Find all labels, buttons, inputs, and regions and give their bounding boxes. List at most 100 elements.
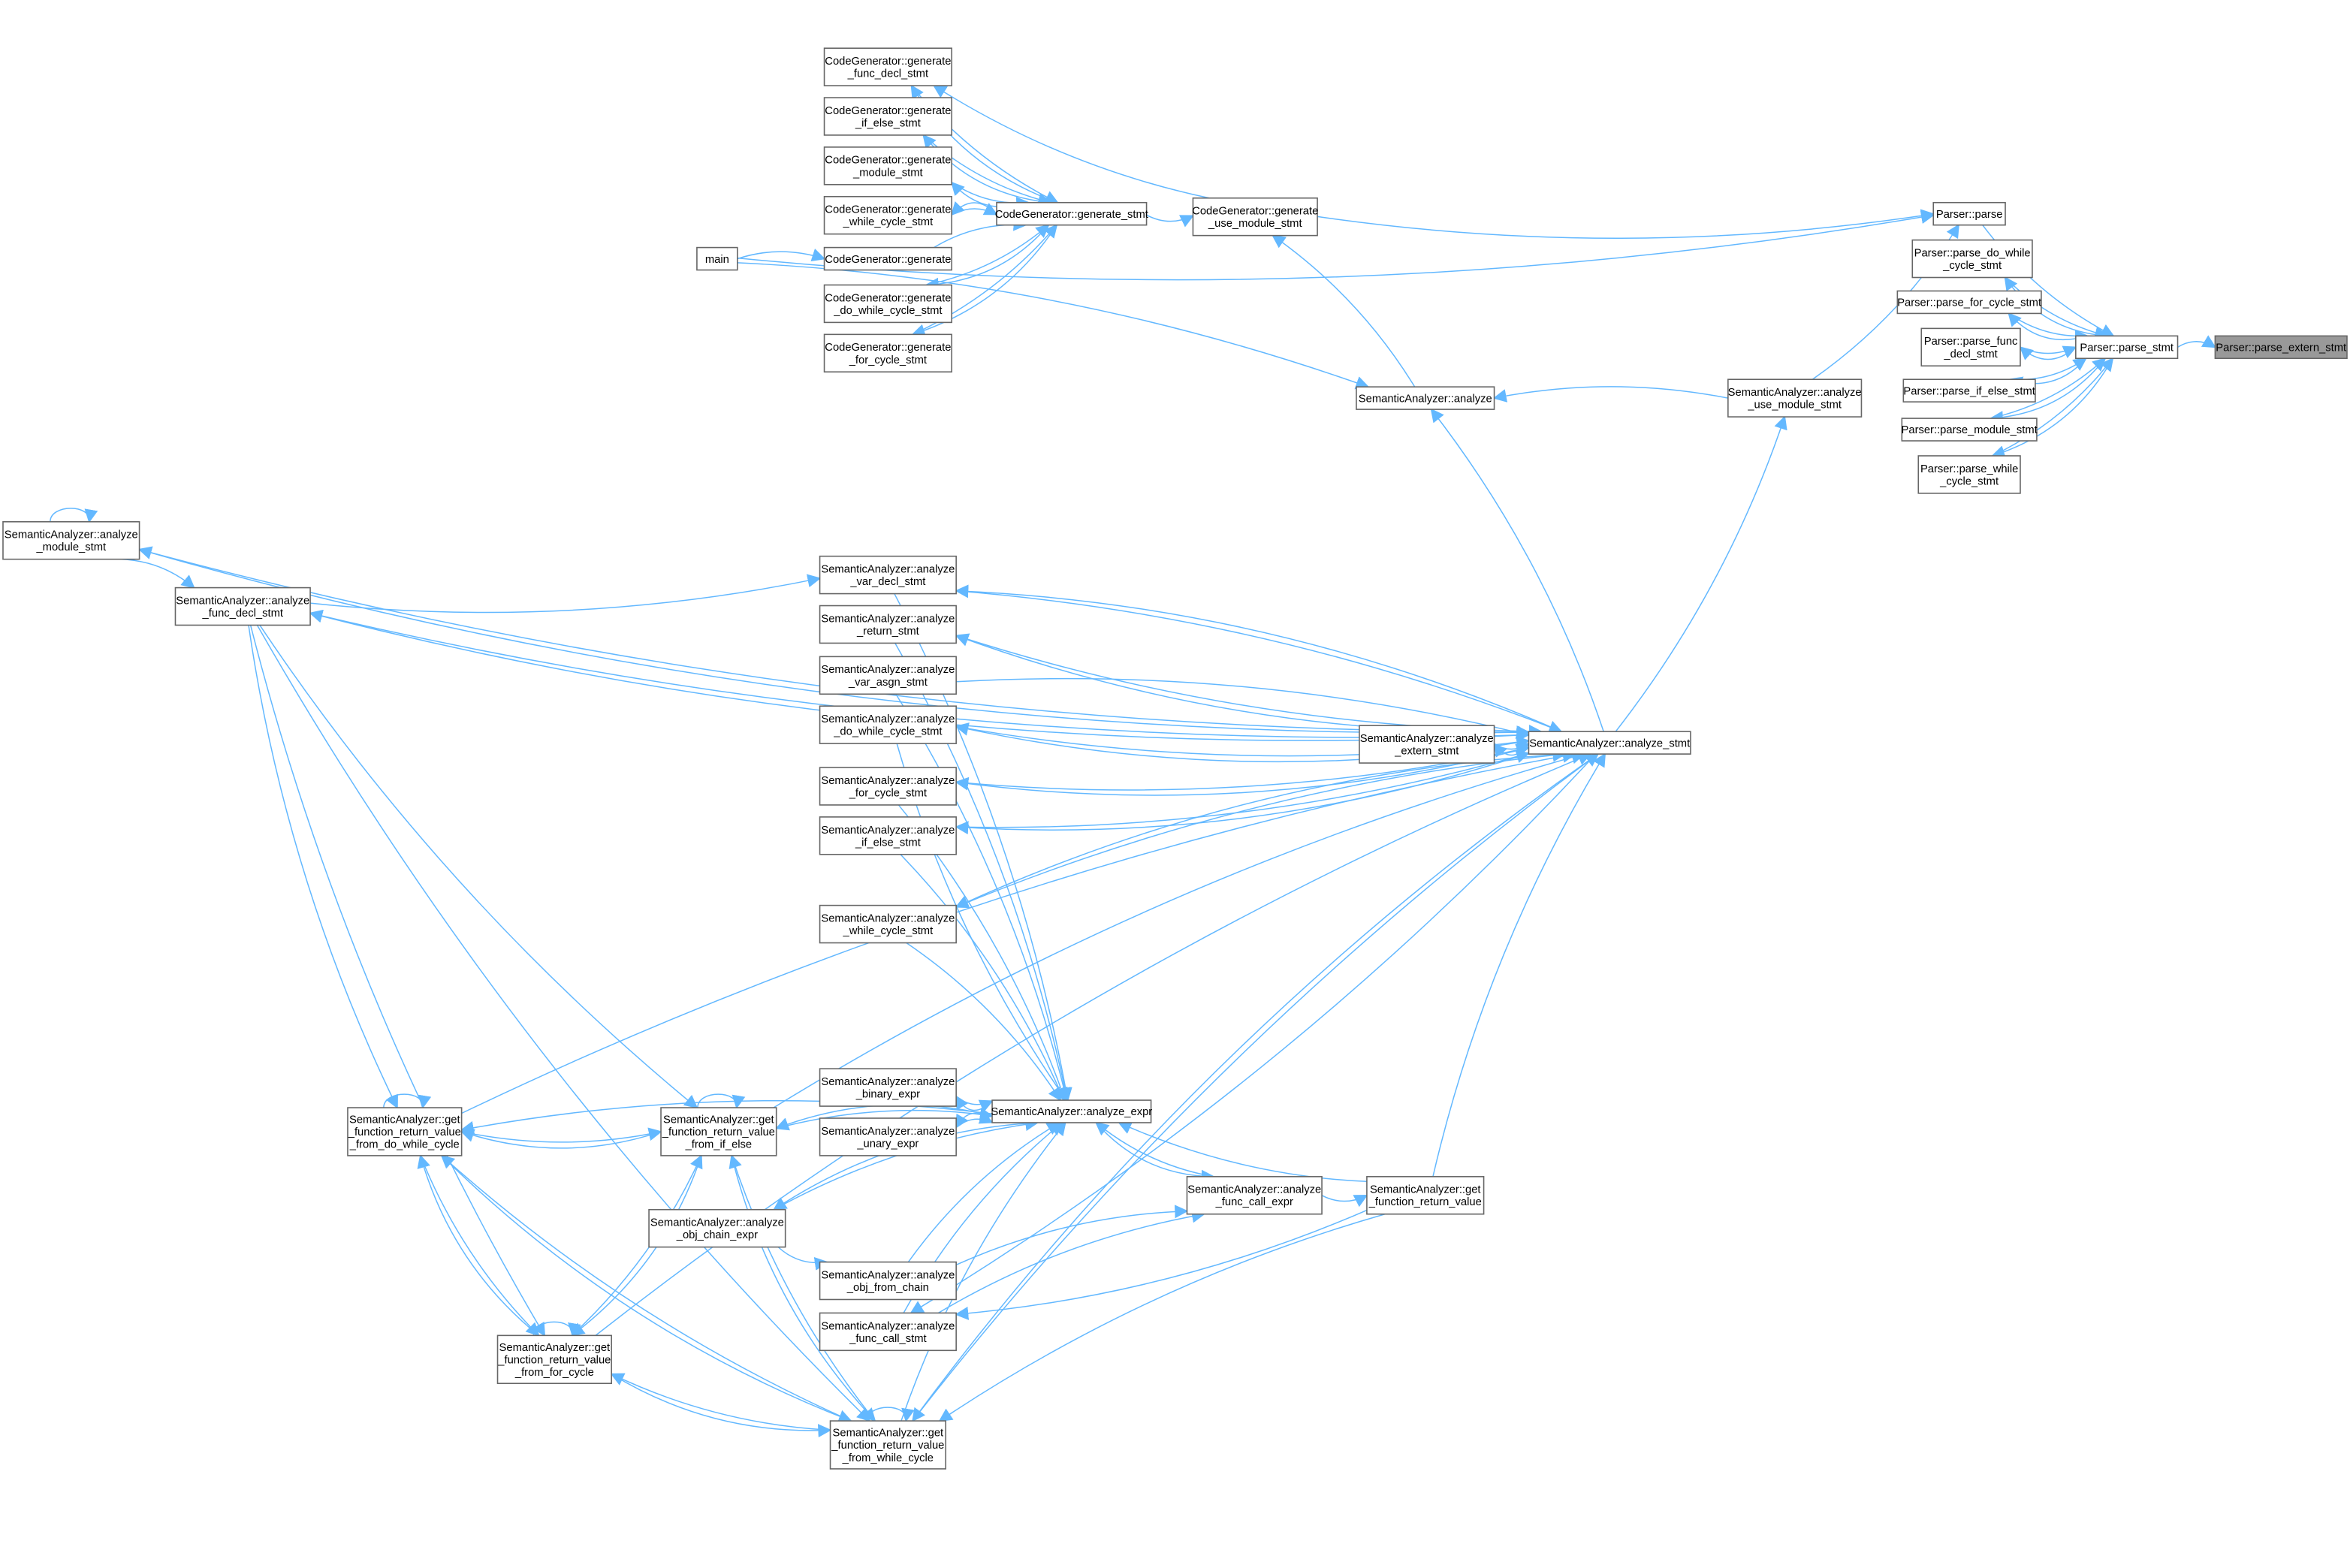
node-generate[interactable]: CodeGenerator::generate bbox=[823, 246, 952, 271]
edge-a_return-to-a_stmt bbox=[955, 635, 1543, 738]
node-a-obj-from-chain[interactable]: SemanticAnalyzer::analyze_obj_from_chain bbox=[819, 1261, 957, 1301]
node-box bbox=[1528, 731, 1691, 755]
node-label: SemanticAnalyzer::analyze bbox=[650, 1217, 784, 1229]
edge-a_func_decl-to-frv_while bbox=[256, 625, 871, 1422]
edge-frv_for-to-frv_if bbox=[571, 1154, 703, 1336]
node-g-func[interactable]: CodeGenerator::generate_func_decl_stmt bbox=[823, 47, 952, 86]
edge-a_stmt-to-a_for bbox=[955, 746, 1529, 796]
edge-parse_stmt-to-p_module bbox=[1989, 357, 2106, 425]
edge-frv_while-to-a_stmt bbox=[912, 753, 1600, 1422]
node-label: SemanticAnalyzer::analyze bbox=[1360, 733, 1494, 745]
node-analyze[interactable]: SemanticAnalyzer::analyze bbox=[1356, 386, 1495, 410]
node-a-func-decl[interactable]: SemanticAnalyzer::analyze_func_decl_stmt bbox=[174, 586, 311, 626]
nodes-layer: Parser::parse_extern_stmtParser::parse_s… bbox=[2, 47, 2348, 1470]
node-a-expr[interactable]: SemanticAnalyzer::analyze_expr bbox=[991, 1099, 1152, 1123]
node-g-while[interactable]: CodeGenerator::generate_while_cycle_stmt bbox=[823, 195, 952, 235]
node-frv-do-while[interactable]: SemanticAnalyzer::get_function_return_va… bbox=[347, 1107, 463, 1156]
node-box bbox=[823, 195, 952, 235]
edge-frv_do_while-to-a_stmt bbox=[461, 749, 1576, 1114]
edge-frv_for-to-frv_do_while bbox=[417, 1154, 539, 1336]
node-box bbox=[819, 767, 957, 806]
node-box bbox=[696, 246, 738, 271]
node-p-while[interactable]: Parser::parse_while_cycle_stmt bbox=[1917, 455, 2021, 494]
node-label: SemanticAnalyzer::get bbox=[499, 1342, 611, 1354]
node-a-obj-chain[interactable]: SemanticAnalyzer::analyze_obj_chain_expr bbox=[648, 1208, 786, 1248]
node-frv[interactable]: SemanticAnalyzer::get_function_return_va… bbox=[1366, 1176, 1485, 1215]
node-label: SemanticAnalyzer::analyze bbox=[821, 564, 955, 576]
node-p-module[interactable]: Parser::parse_module_stmt bbox=[1901, 418, 2038, 442]
edge-a_stmt-to-frv_while bbox=[912, 753, 1599, 1422]
edge-frv-to-frv_while bbox=[938, 1213, 1386, 1422]
edge-a_stmt-to-a_if bbox=[955, 752, 1529, 835]
node-box bbox=[2075, 335, 2179, 360]
node-box bbox=[1727, 378, 1863, 418]
edge-frv_while-to-frv_if bbox=[729, 1154, 876, 1422]
node-label: CodeGenerator::generate bbox=[825, 155, 951, 167]
node-g-for[interactable]: CodeGenerator::generate_for_cycle_stmt bbox=[823, 333, 952, 373]
edge-a_var_decl-to-a_stmt bbox=[956, 590, 1563, 734]
node-a-binary[interactable]: SemanticAnalyzer::analyze_binary_expr bbox=[819, 1068, 957, 1107]
node-extern[interactable]: Parser::parse_extern_stmt bbox=[2214, 335, 2348, 360]
node-g-module[interactable]: CodeGenerator::generate_module_stmt bbox=[823, 146, 952, 185]
node-label: Parser::parse_extern_stmt bbox=[2216, 342, 2346, 354]
edge-main-to-generate bbox=[737, 249, 826, 262]
node-parse[interactable]: Parser::parse bbox=[1932, 201, 2006, 226]
node-a-for[interactable]: SemanticAnalyzer::analyze_for_cycle_stmt bbox=[819, 767, 957, 806]
node-label: _function_return_value bbox=[497, 1354, 611, 1366]
node-label: _for_cycle_stmt bbox=[849, 354, 927, 366]
node-p-func[interactable]: Parser::parse_func_decl_stmt bbox=[1920, 327, 2021, 367]
node-g-stmt[interactable]: CodeGenerator::generate_stmt bbox=[995, 201, 1148, 226]
node-label: _from_for_cycle bbox=[514, 1367, 594, 1379]
node-frv-if[interactable]: SemanticAnalyzer::get_function_return_va… bbox=[660, 1107, 777, 1156]
node-label: SemanticAnalyzer::get bbox=[1370, 1184, 1481, 1196]
node-label: _function_return_value bbox=[662, 1126, 775, 1138]
node-a-if[interactable]: SemanticAnalyzer::analyze_if_else_stmt bbox=[819, 816, 957, 855]
node-p-if[interactable]: Parser::parse_if_else_stmt bbox=[1902, 378, 2036, 403]
node-a-func-call-stmt[interactable]: SemanticAnalyzer::analyze_func_call_stmt bbox=[819, 1312, 957, 1352]
node-box bbox=[819, 816, 957, 855]
node-a-while[interactable]: SemanticAnalyzer::analyze_while_cycle_st… bbox=[819, 904, 957, 944]
node-box bbox=[819, 1261, 957, 1301]
node-p-do-while[interactable]: Parser::parse_do_while_cycle_stmt bbox=[1911, 239, 2033, 279]
node-box bbox=[823, 146, 952, 185]
node-label: _do_while_cycle_stmt bbox=[833, 305, 942, 317]
node-p-for[interactable]: Parser::parse_for_cycle_stmt bbox=[1896, 290, 2042, 315]
node-g-if[interactable]: CodeGenerator::generate_if_else_stmt bbox=[823, 97, 952, 136]
node-box bbox=[819, 705, 957, 744]
node-parse-stmt[interactable]: Parser::parse_stmt bbox=[2075, 335, 2179, 360]
node-frv-while[interactable]: SemanticAnalyzer::get_function_return_va… bbox=[829, 1420, 946, 1470]
node-a-use-module[interactable]: SemanticAnalyzer::analyze_use_module_stm… bbox=[1727, 378, 1863, 418]
node-box bbox=[823, 246, 952, 271]
node-label: CodeGenerator::generate bbox=[825, 105, 951, 117]
node-label: _extern_stmt bbox=[1394, 746, 1459, 758]
node-a-module[interactable]: SemanticAnalyzer::analyze_module_stmt bbox=[2, 520, 140, 560]
node-box bbox=[174, 586, 311, 626]
edge-g_for-to-g_stmt bbox=[912, 224, 1058, 336]
edge-parse_stmt-to-p_do_while bbox=[2004, 276, 2107, 337]
edge-g_stmt-to-g_use_module bbox=[1146, 214, 1195, 228]
node-a-stmt[interactable]: SemanticAnalyzer::analyze_stmt bbox=[1528, 731, 1691, 755]
edge-a_func_decl-to-a_var_decl bbox=[309, 574, 822, 614]
node-g-use-module[interactable]: CodeGenerator::generate_use_module_stmt bbox=[1192, 197, 1318, 237]
edge-p_func-to-parse_stmt bbox=[2020, 345, 2077, 359]
edge-a_if-to-a_expr bbox=[900, 854, 1066, 1102]
edge-parse_stmt-to-p_func bbox=[2019, 346, 2077, 360]
node-a-do-while[interactable]: SemanticAnalyzer::analyze_do_while_cycle… bbox=[819, 705, 957, 744]
node-label: SemanticAnalyzer::analyze_expr bbox=[991, 1106, 1152, 1118]
node-a-var-decl[interactable]: SemanticAnalyzer::analyze_var_decl_stmt bbox=[819, 555, 957, 595]
node-frv-for[interactable]: SemanticAnalyzer::get_function_return_va… bbox=[496, 1334, 612, 1385]
edge-a_func_decl-to-frv_for bbox=[249, 625, 546, 1337]
node-label: _from_while_cycle bbox=[842, 1452, 934, 1464]
node-a-var-asgn[interactable]: SemanticAnalyzer::analyze_var_asgn_stmt bbox=[819, 656, 957, 695]
node-a-extern[interactable]: SemanticAnalyzer::analyze_extern_stmt bbox=[1359, 725, 1495, 764]
node-box bbox=[823, 284, 952, 324]
node-g-do-while[interactable]: CodeGenerator::generate_do_while_cycle_s… bbox=[823, 284, 952, 324]
node-a-func-call-expr[interactable]: SemanticAnalyzer::analyze_func_call_expr bbox=[1186, 1176, 1323, 1215]
edge-a_while-to-a_expr bbox=[906, 942, 1062, 1102]
node-label: SemanticAnalyzer::analyze bbox=[821, 1320, 955, 1332]
node-label: _obj_from_chain bbox=[846, 1282, 929, 1294]
node-main[interactable]: main bbox=[696, 246, 738, 271]
node-a-return[interactable]: SemanticAnalyzer::analyze_return_stmt bbox=[819, 605, 957, 644]
edge-frv-to-a_stmt bbox=[1432, 752, 1606, 1178]
node-a-unary[interactable]: SemanticAnalyzer::analyze_unary_expr bbox=[819, 1117, 957, 1156]
